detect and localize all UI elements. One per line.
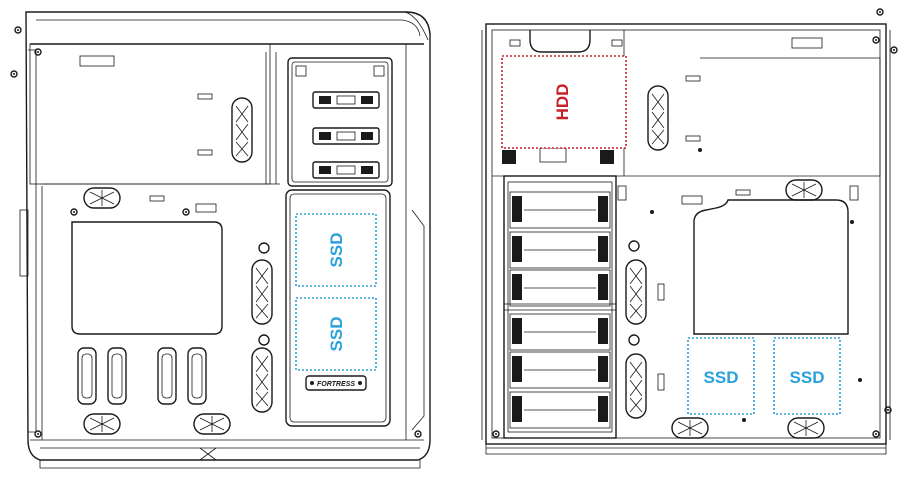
right-ssd-label-2: SSD xyxy=(790,368,825,387)
left-ssd-zone-1: SSD xyxy=(295,213,377,287)
right-hdd-label: HDD xyxy=(553,84,572,121)
left-ssd-label-2: SSD xyxy=(327,317,346,352)
right-ssd-zone-1: SSD xyxy=(687,337,755,415)
right-hdd-zone: HDD xyxy=(501,55,627,149)
brand-badge: FORTRESS xyxy=(305,375,367,391)
right-ssd-label-1: SSD xyxy=(704,368,739,387)
brand-badge-label: FORTRESS xyxy=(317,381,355,388)
left-ssd-label-1: SSD xyxy=(327,233,346,268)
left-ssd-zone-2: SSD xyxy=(295,297,377,371)
right-case-panel xyxy=(481,8,898,455)
right-ssd-zone-2: SSD xyxy=(773,337,841,415)
left-case-panel xyxy=(10,11,431,469)
